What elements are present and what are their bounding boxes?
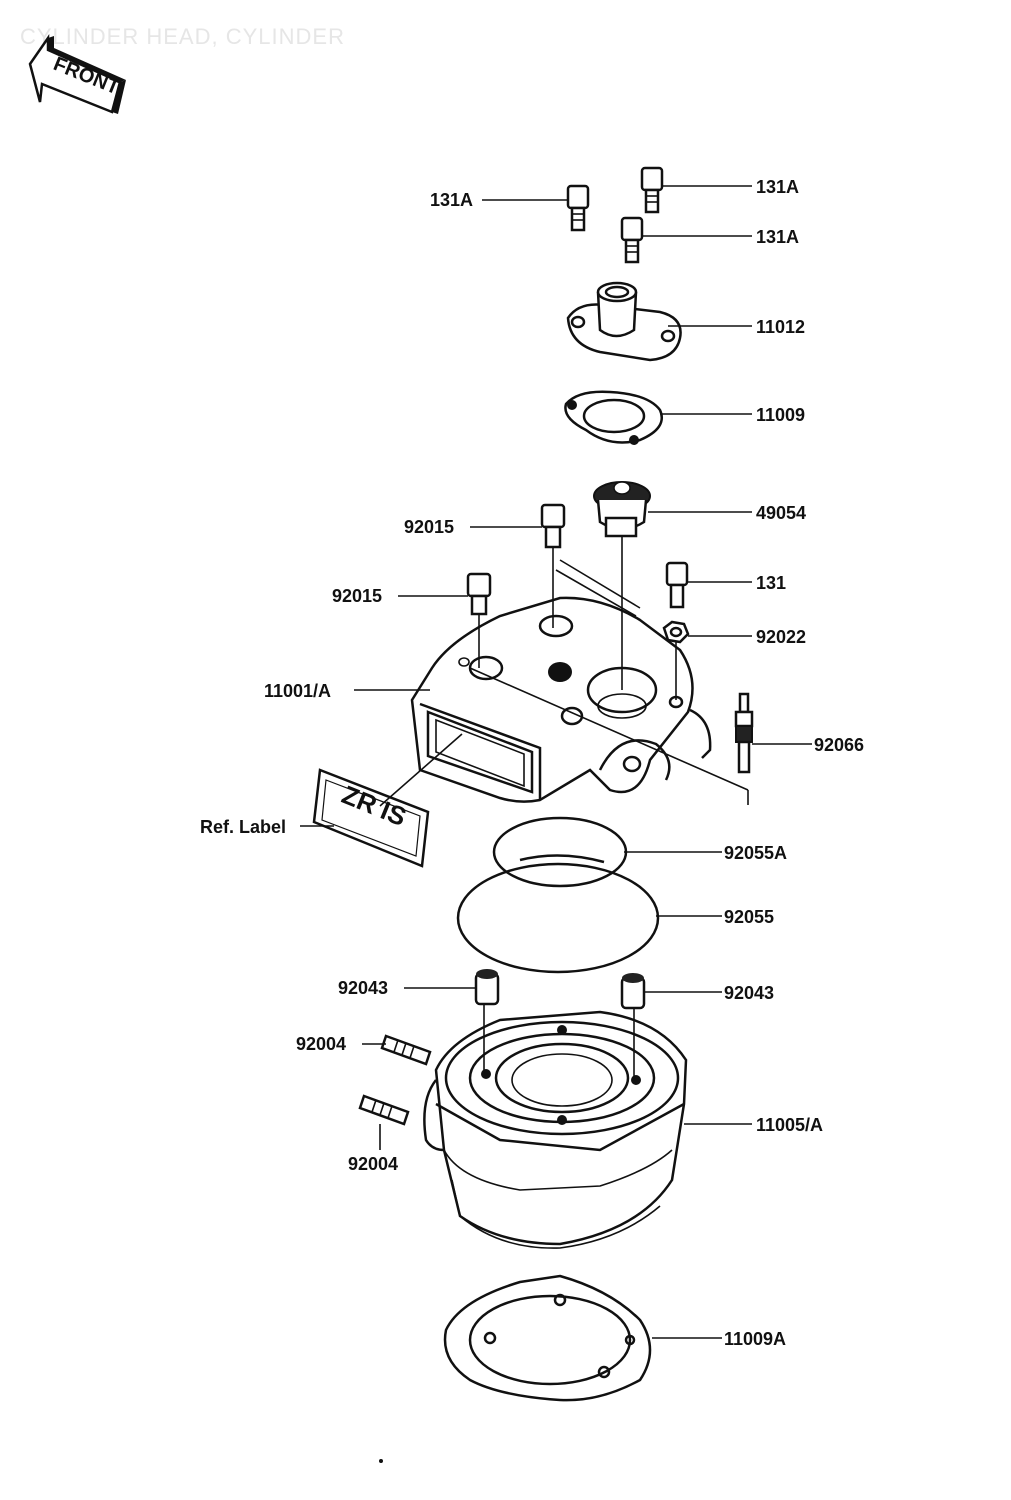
stray-dot: [379, 1459, 383, 1463]
label-11009: 11009: [756, 405, 805, 425]
label-11009A: 11009A: [724, 1329, 786, 1349]
gasket-11009: [564, 390, 663, 445]
washer-92022: [662, 620, 690, 644]
stud-bolt-92004-upper: [380, 1034, 432, 1066]
bolt-131A-right-top: [640, 166, 664, 214]
label-131: 131: [756, 573, 786, 593]
bolt-92015-mid: [466, 572, 492, 616]
label-11001A: 11001/A: [264, 681, 331, 701]
stud-bolt-92004-lower: [358, 1094, 410, 1126]
bolt-131: [665, 561, 689, 609]
o-ring-92055: [456, 862, 660, 974]
label-131A-left: 131A: [430, 190, 473, 210]
bolt-131A-right-mid: [620, 216, 644, 264]
label-92055A: 92055A: [724, 843, 787, 863]
leader-lines: [300, 185, 812, 1339]
front-arrow-icon: FRONT: [28, 33, 126, 114]
label-92043-left: 92043: [338, 978, 388, 998]
reference-label-plate: ZR IS: [312, 768, 430, 868]
cylinder-11005A: [423, 1010, 688, 1249]
label-92015-mid: 92015: [332, 586, 382, 606]
label-92015-top: 92015: [404, 517, 454, 537]
label-92004-upper: 92004: [296, 1034, 346, 1054]
label-11012: 11012: [756, 317, 805, 337]
label-92055: 92055: [724, 907, 774, 927]
label-131A-right-top: 131A: [756, 177, 799, 197]
alignment-lines-head: [469, 536, 749, 805]
bolt-131A-left: [566, 184, 590, 232]
label-92022: 92022: [756, 627, 806, 647]
o-ring-92055A: [492, 816, 628, 888]
page-title: CYLINDER HEAD, CYLINDER: [20, 24, 345, 49]
label-131A-right-mid: 131A: [756, 227, 799, 247]
label-ref-label: Ref. Label: [200, 817, 286, 837]
label-92066: 92066: [814, 735, 864, 755]
base-gasket-11009A: [443, 1274, 652, 1402]
label-11005A: 11005/A: [756, 1115, 823, 1135]
dowel-pin-92043-left: [474, 969, 500, 1006]
alignment-lines-cylinder: [483, 1004, 635, 1080]
temperature-sensor-92066: [734, 692, 754, 774]
label-49054: 49054: [756, 503, 806, 523]
label-92004-lower: 92004: [348, 1154, 398, 1174]
thermostat-49054: [593, 481, 651, 538]
dowel-pin-92043-right: [620, 973, 646, 1010]
label-92043-right: 92043: [724, 983, 774, 1003]
water-outlet-11012: [566, 281, 682, 362]
bolt-92015-top: [540, 503, 566, 549]
